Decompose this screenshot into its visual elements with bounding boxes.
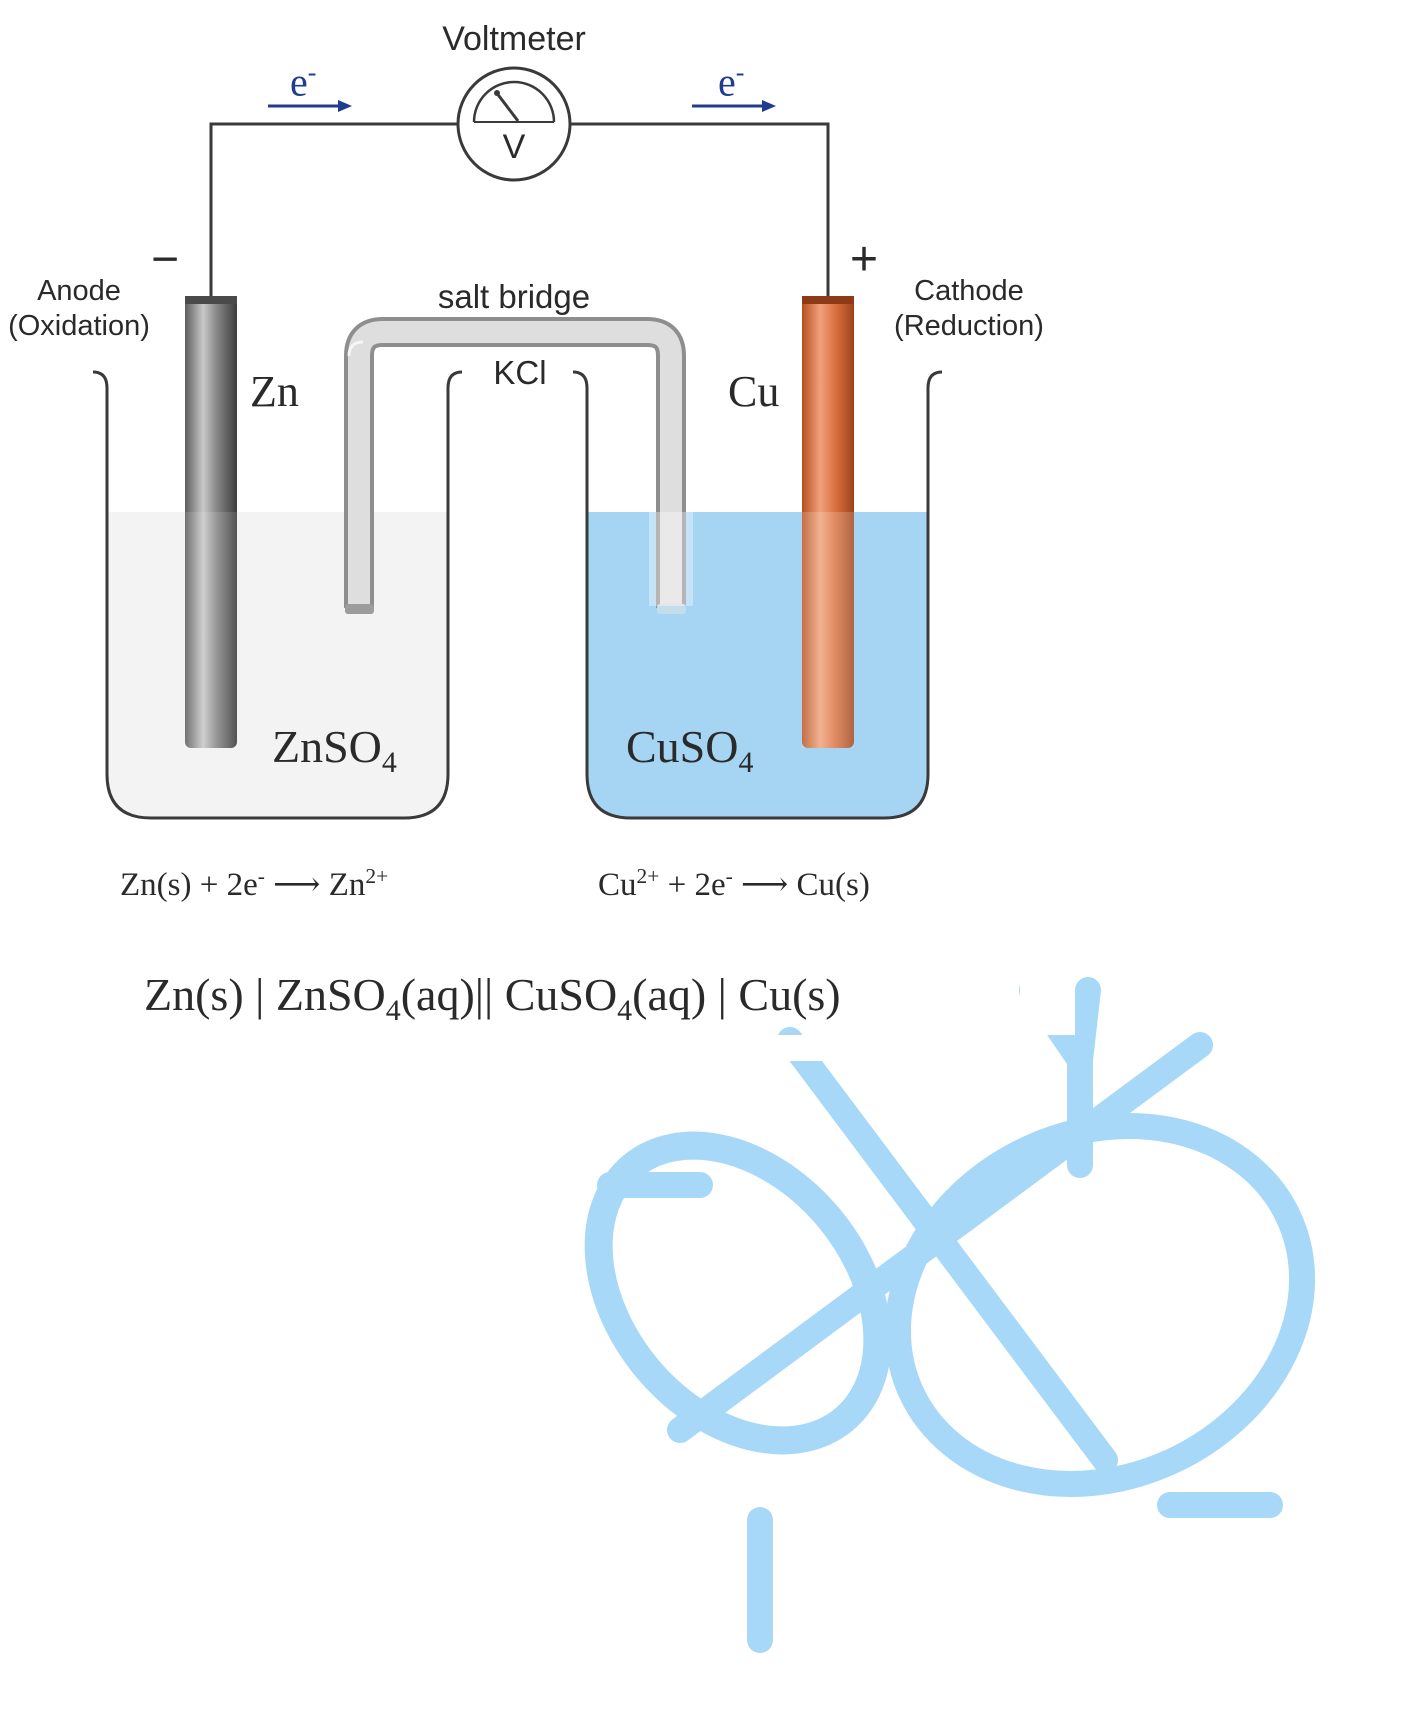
cuso4-label: CuSO4 — [626, 721, 754, 780]
cathode-half-reaction: Cu2+ + 2e- ⟶ Cu(s) — [598, 864, 870, 903]
cell-notation: Zn(s) | ZnSO4(aq)|| CuSO4(aq) | Cu(s) — [144, 969, 841, 1028]
salt-bridge-tube — [344, 317, 693, 614]
electron-label-right: e- — [718, 58, 745, 105]
watermark-mask — [760, 1035, 1010, 1061]
znso4-label: ZnSO4 — [272, 721, 397, 780]
circuit-wire-right — [568, 122, 830, 296]
electron-flow-arrow-right — [692, 100, 776, 112]
watermark-mask — [1020, 975, 1075, 1035]
positive-terminal-sign: + — [850, 233, 879, 286]
electron-label-left: e- — [290, 58, 317, 105]
kcl-label: KCl — [493, 354, 547, 391]
voltmeter-label: Voltmeter — [442, 20, 586, 58]
salt-bridge-label: salt bridge — [437, 278, 591, 315]
cathode-label: Cathode (Reduction) — [894, 275, 1044, 342]
meter-symbol: V — [502, 128, 526, 166]
copper-electrode — [802, 296, 854, 748]
zinc-electrode — [185, 296, 237, 748]
negative-terminal-sign: − — [151, 233, 180, 286]
circuit-wire-left — [209, 122, 460, 296]
watermark-logo-icon — [584, 977, 1316, 1653]
voltmeter-icon — [456, 66, 572, 182]
anode-label: Anode (Oxidation) — [8, 275, 150, 342]
left-beaker — [92, 370, 463, 820]
electron-flow-arrow-left — [268, 100, 352, 112]
copper-label: Cu — [728, 367, 780, 416]
zinc-label: Zn — [250, 367, 299, 416]
anode-half-reaction: Zn(s) + 2e- ⟶ Zn2+ — [120, 864, 389, 903]
right-beaker — [572, 370, 943, 820]
